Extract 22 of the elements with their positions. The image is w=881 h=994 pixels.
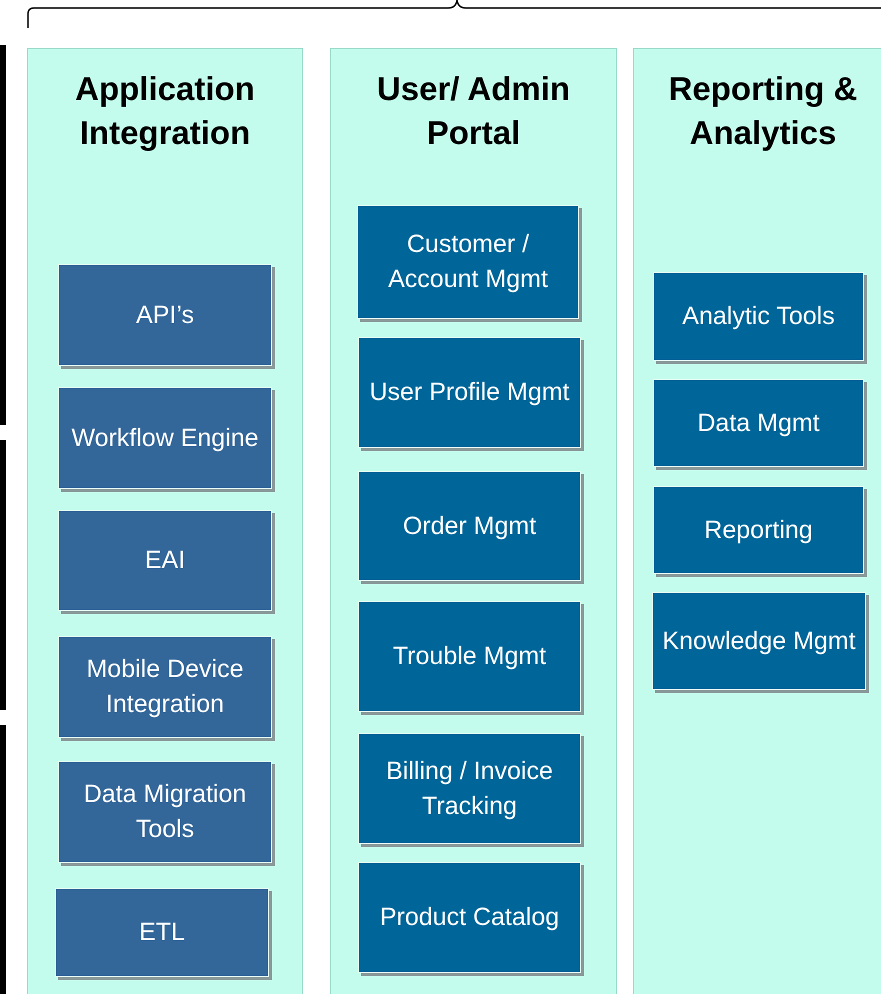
column-heading: User/ Admin Portal	[376, 69, 572, 153]
column-panel	[27, 48, 303, 994]
process-box: Data Mgmt	[653, 379, 864, 467]
column-panel	[633, 48, 881, 994]
column-panel	[330, 48, 617, 994]
column-heading: Application Integration	[74, 69, 256, 153]
process-box: EAI	[58, 510, 272, 611]
process-box: Knowledge Mgmt	[652, 592, 866, 690]
process-box: Billing / Invoice Tracking	[358, 733, 581, 844]
process-box: Reporting	[653, 486, 864, 574]
process-box: Product Catalog	[358, 862, 581, 973]
process-box: Data Migration Tools	[58, 761, 272, 863]
process-box: ETL	[55, 888, 269, 977]
process-box: User Profile Mgmt	[358, 337, 581, 448]
process-box: API’s	[58, 264, 272, 366]
column-heading: Reporting & Analytics	[668, 69, 858, 153]
process-box: Mobile Device Integration	[58, 636, 272, 738]
process-box: Customer / Account Mgmt	[357, 205, 579, 319]
process-box: Trouble Mgmt	[358, 601, 581, 712]
process-box: Workflow Engine	[58, 387, 272, 489]
process-box: Analytic Tools	[653, 272, 864, 361]
process-box: Order Mgmt	[358, 471, 581, 581]
